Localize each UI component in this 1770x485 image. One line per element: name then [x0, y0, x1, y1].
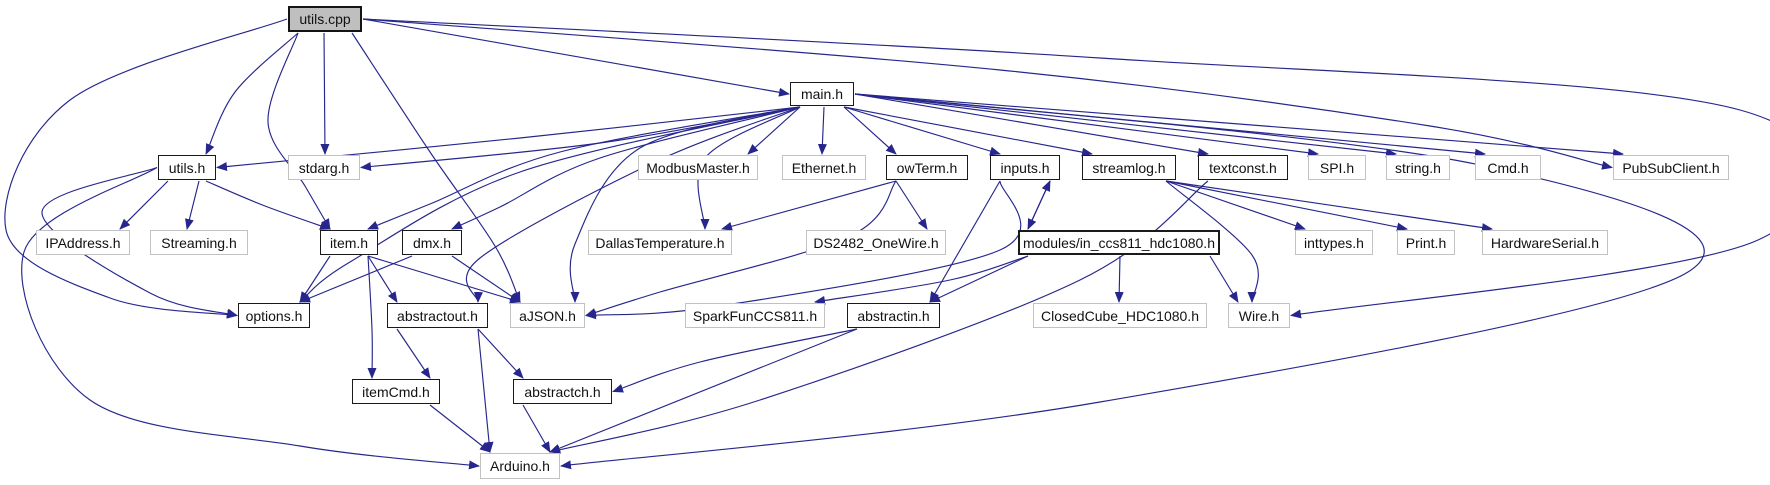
edge-main-h-to-dmx-h [451, 106, 801, 230]
node-dallastemperature-h: DallasTemperature.h [588, 230, 732, 255]
node-options-h[interactable]: options.h [238, 303, 310, 328]
node-abstractch-h[interactable]: abstractch.h [513, 379, 612, 404]
edge-main-h-to-options-h [299, 106, 801, 303]
edge-abstractin-h-to-abstractch-h [612, 328, 858, 393]
edge-streamlog-h-to-inttypes-h [1165, 180, 1306, 230]
edge-utils-cpp-to-ajson-h [351, 32, 521, 303]
edge-streamlog-h-to-wire-h [1165, 180, 1259, 303]
node-ethernet-h: Ethernet.h [782, 155, 866, 180]
node-item-h[interactable]: item.h [320, 230, 378, 255]
node-cmd-h: Cmd.h [1475, 155, 1541, 180]
edge-utils-cpp-to-options-h [4, 18, 288, 319]
edge-main-h-to-arduino-h [560, 93, 1705, 470]
edge-utils-h-to-streaming-h [185, 180, 200, 230]
edge-main-h-to-ethernet-h [817, 106, 827, 155]
node-abstractin-h[interactable]: abstractin.h [847, 303, 940, 328]
node-streamlog-h[interactable]: streamlog.h [1082, 155, 1176, 180]
edge-streamlog-h-to-hardwareserial-h [1165, 180, 1493, 232]
edge-dmx-h-to-options-h [299, 255, 413, 303]
node-utils-h[interactable]: utils.h [158, 155, 216, 180]
edge-utils-h-to-ipaddress-h [119, 180, 169, 230]
edge-utils-cpp-to-stdarg-h [320, 32, 330, 155]
node-inttypes-h: inttypes.h [1295, 230, 1373, 255]
node-string-h: string.h [1386, 155, 1450, 180]
node-abstractout-h[interactable]: abstractout.h [387, 303, 488, 328]
node-inputs-h[interactable]: inputs.h [990, 155, 1060, 180]
node-main-h[interactable]: main.h [790, 82, 854, 106]
edge-utils-cpp-to-pubsubclient-h [362, 18, 1613, 170]
node-itemcmd-h[interactable]: itemCmd.h [352, 379, 440, 404]
node-pubsubclient-h: PubSubClient.h [1613, 155, 1729, 180]
edge-dmx-h-to-ajson-h [451, 255, 521, 303]
edge-main-h-to-ajson-h [569, 106, 801, 303]
edge-abstractout-h-to-abstractch-h [477, 328, 524, 379]
edge-item-h-to-options-h [299, 255, 331, 303]
node-modbusmaster-h: ModbusMaster.h [638, 155, 758, 180]
edge-abstractch-h-to-arduino-h [522, 404, 551, 453]
edge-abstractout-h-to-itemcmd-h [396, 328, 431, 379]
edge-modules-in-ccs811-hdc1080-h-to-sparkfunccs811-h [814, 255, 1029, 305]
edge-item-h-to-abstractout-h [367, 255, 398, 303]
edge-main-h-to-owterm-h [843, 106, 897, 155]
edge-owterm-h-to-ajson-h [585, 180, 897, 317]
edge-item-h-to-ajson-h [367, 255, 521, 304]
node-sparkfunccs811-h: SparkFunCCS811.h [685, 303, 825, 328]
edge-modules-in-ccs811-hdc1080-h-to-abstractin-h [929, 255, 1029, 303]
edge-main-h-to-modbusmaster-h [747, 106, 801, 155]
edge-main-h-to-pubsubclient-h [854, 93, 1624, 158]
edge-main-h-to-item-h [367, 106, 801, 230]
edge-main-h-to-inputs-h [843, 106, 1001, 156]
node-owterm-h[interactable]: owTerm.h [886, 155, 968, 180]
node-stdarg-h: stdarg.h [288, 155, 360, 180]
node-utils-cpp: utils.cpp [288, 6, 362, 32]
edge-main-h-to-string-h [854, 93, 1397, 158]
edge-inputs-h-to-ajson-h [585, 180, 1022, 320]
edge-utils-cpp-to-wire-h [362, 18, 1770, 319]
edge-utils-h-to-item-h [205, 180, 331, 230]
node-ds2482-onewire-h: DS2482_OneWire.h [806, 230, 946, 255]
edge-main-h-to-textconst-h [854, 93, 1209, 157]
edge-owterm-h-to-dallastemperature-h [721, 180, 897, 231]
edge-main-h-to-spi-h [854, 93, 1319, 158]
edge-modules-in-ccs811-hdc1080-h-to-wire-h [1209, 255, 1239, 303]
node-closedcube-hdc1080-h: ClosedCube_HDC1080.h [1033, 303, 1207, 328]
edge-item-h-to-itemcmd-h [367, 255, 377, 379]
node-ajson-h: aJSON.h [510, 303, 585, 328]
edge-utils-cpp-to-item-h [267, 32, 331, 230]
edge-abstractin-h-to-arduino-h [549, 328, 858, 453]
node-dmx-h[interactable]: dmx.h [402, 230, 462, 255]
node-streaming-h: Streaming.h [150, 230, 248, 255]
node-arduino-h: Arduino.h [480, 453, 560, 479]
edge-streamlog-h-to-print-h [1165, 180, 1408, 232]
edge-utils-h-to-arduino-h [21, 167, 480, 470]
edge-itemcmd-h-to-arduino-h [429, 404, 491, 453]
node-spi-h: SPI.h [1308, 155, 1366, 180]
edge-main-h-to-streamlog-h [843, 106, 1093, 157]
node-ipaddress-h: IPAddress.h [36, 230, 130, 255]
node-hardwareserial-h: HardwareSerial.h [1482, 230, 1608, 255]
node-modules-in-ccs811-hdc1080-h[interactable]: modules/in_ccs811_hdc1080.h [1018, 230, 1220, 255]
edge-main-h-to-abstractout-h [465, 106, 801, 303]
edge-modules-in-ccs811-hdc1080-h-to-closedcube-hdc1080-h [1114, 255, 1124, 303]
edge-owterm-h-to-ds2482-onewire-h [895, 180, 928, 230]
edge-abstractout-h-to-arduino-h [477, 328, 494, 453]
edge-modules-in-ccs811-hdc1080-h-to-inputs-h [1027, 180, 1051, 230]
edge-utils-cpp-to-utils-h [205, 32, 299, 155]
node-wire-h: Wire.h [1228, 303, 1290, 328]
node-print-h: Print.h [1397, 230, 1455, 255]
node-textconst-h[interactable]: textconst.h [1198, 155, 1288, 180]
edge-utils-cpp-to-main-h [362, 18, 790, 97]
